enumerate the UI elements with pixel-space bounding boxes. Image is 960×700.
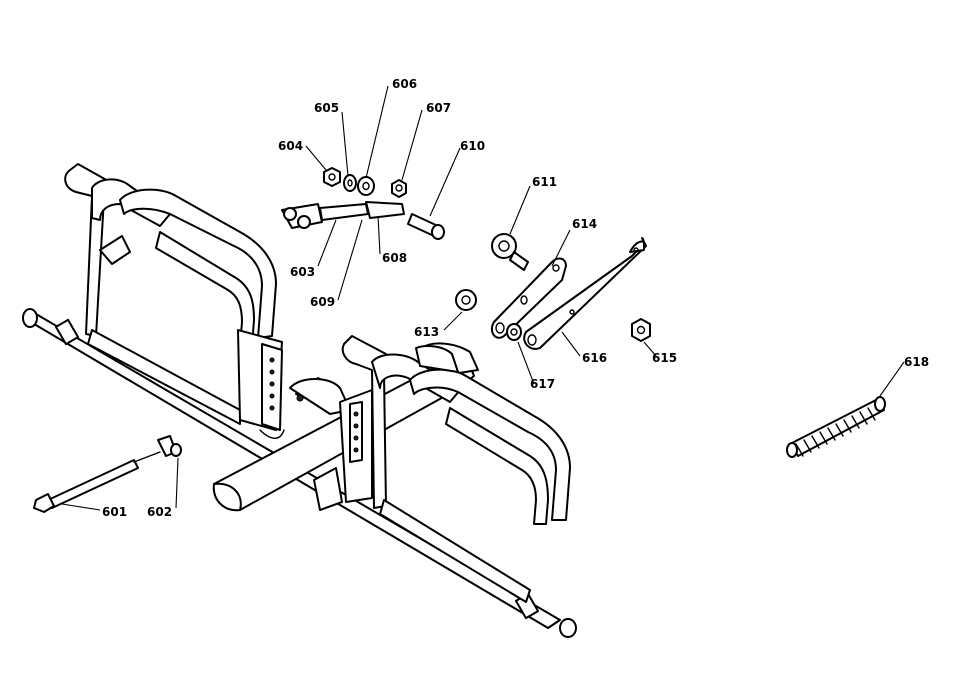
- callout-608: 608: [382, 251, 407, 265]
- left-tube-frame: [64, 163, 285, 439]
- sleeve-602: [157, 435, 182, 457]
- right-tube-frame: [339, 335, 571, 603]
- nut-615: [631, 318, 651, 342]
- callout-615: 615: [652, 351, 677, 365]
- callout-601: 601: [102, 505, 127, 519]
- callout-609: 609: [310, 295, 335, 309]
- rod-end-linkage: [281, 201, 405, 229]
- bolt-601: [33, 451, 161, 513]
- callout-614: 614: [572, 217, 597, 231]
- callout-610: 610: [460, 139, 485, 153]
- washer-605: [343, 174, 357, 192]
- callout-607: 607: [426, 101, 451, 115]
- nut-607: [391, 179, 407, 198]
- lever-plate-616: [523, 237, 647, 350]
- callout-605: 605: [314, 101, 339, 115]
- callout-606: 606: [392, 77, 417, 91]
- callout-603: 603: [290, 265, 315, 279]
- callout-labels: 601 602 603 604 605 606 607 608 609 610 …: [102, 77, 929, 519]
- link-plate-614: [490, 257, 567, 339]
- leader-lines: [61, 85, 905, 511]
- callout-617: 617: [530, 377, 555, 391]
- callout-602: 602: [147, 505, 172, 519]
- main-frame-assembly: [22, 163, 577, 638]
- washer-606: [357, 176, 375, 196]
- callout-618: 618: [904, 355, 929, 369]
- callout-611: 611: [532, 175, 557, 189]
- nut-604: [323, 167, 341, 187]
- bolt-610: [407, 213, 445, 240]
- bushing-613: [455, 289, 477, 311]
- callout-616: 616: [582, 351, 607, 365]
- spring-618: [786, 396, 886, 458]
- eye-bolt-611: [491, 233, 529, 271]
- washer-617: [506, 323, 522, 341]
- callout-604: 604: [278, 139, 303, 153]
- callout-613: 613: [414, 325, 439, 339]
